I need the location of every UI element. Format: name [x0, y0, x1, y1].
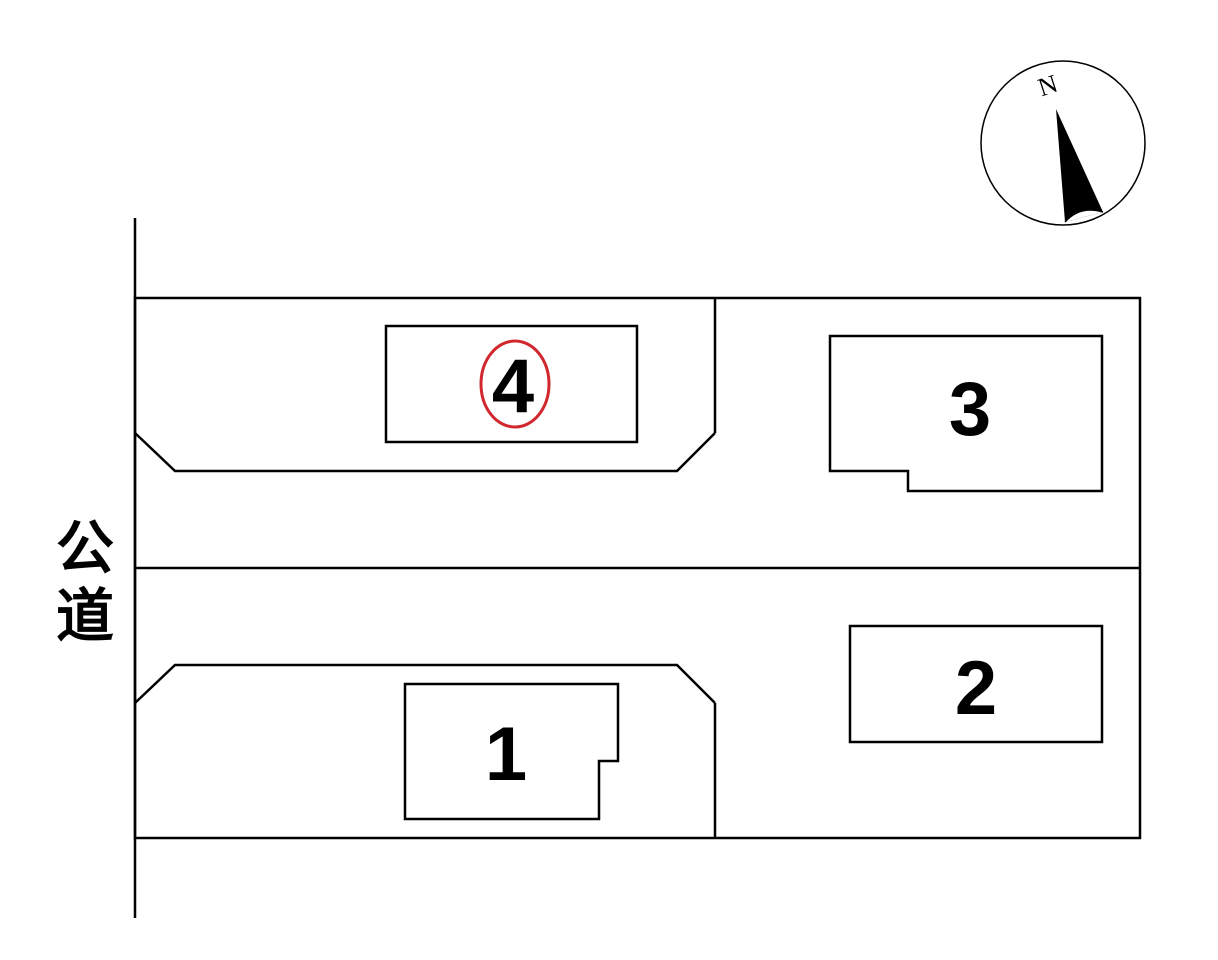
lot-4-number: 4: [492, 344, 534, 429]
lot-1-number: 1: [485, 712, 527, 797]
lot-2-building: [848, 624, 1104, 744]
north-arrow-icon: N: [980, 60, 1146, 226]
road-label-char-2: 道: [56, 582, 114, 650]
lot-1-boundary: [134, 663, 716, 704]
road-label-char-1: 公: [56, 514, 114, 582]
lot-4-building: [384, 324, 639, 444]
lot-4-boundary: [134, 432, 716, 473]
lot-2-number: 2: [955, 646, 997, 731]
lot-3-number: 3: [949, 367, 991, 452]
north-label: N: [1034, 69, 1061, 102]
lot-1-building: [403, 682, 620, 821]
lot-4-highlight-circle: [479, 339, 551, 429]
lot-3-building: [828, 334, 1104, 493]
